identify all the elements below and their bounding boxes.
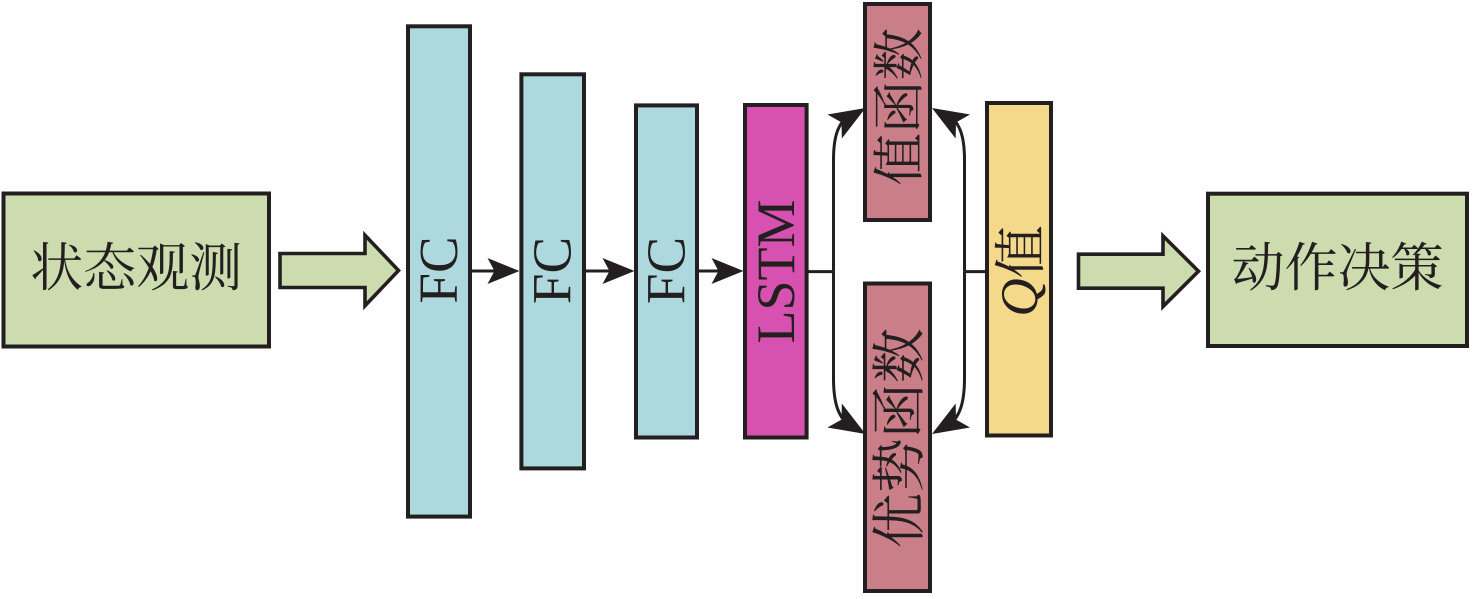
svg-text:FC: FC <box>522 237 583 304</box>
svg-text:Q: Q <box>991 278 1049 316</box>
svg-text:LSTM: LSTM <box>746 199 806 343</box>
svg-text:FC: FC <box>636 237 697 304</box>
svg-text:FC: FC <box>408 236 469 303</box>
